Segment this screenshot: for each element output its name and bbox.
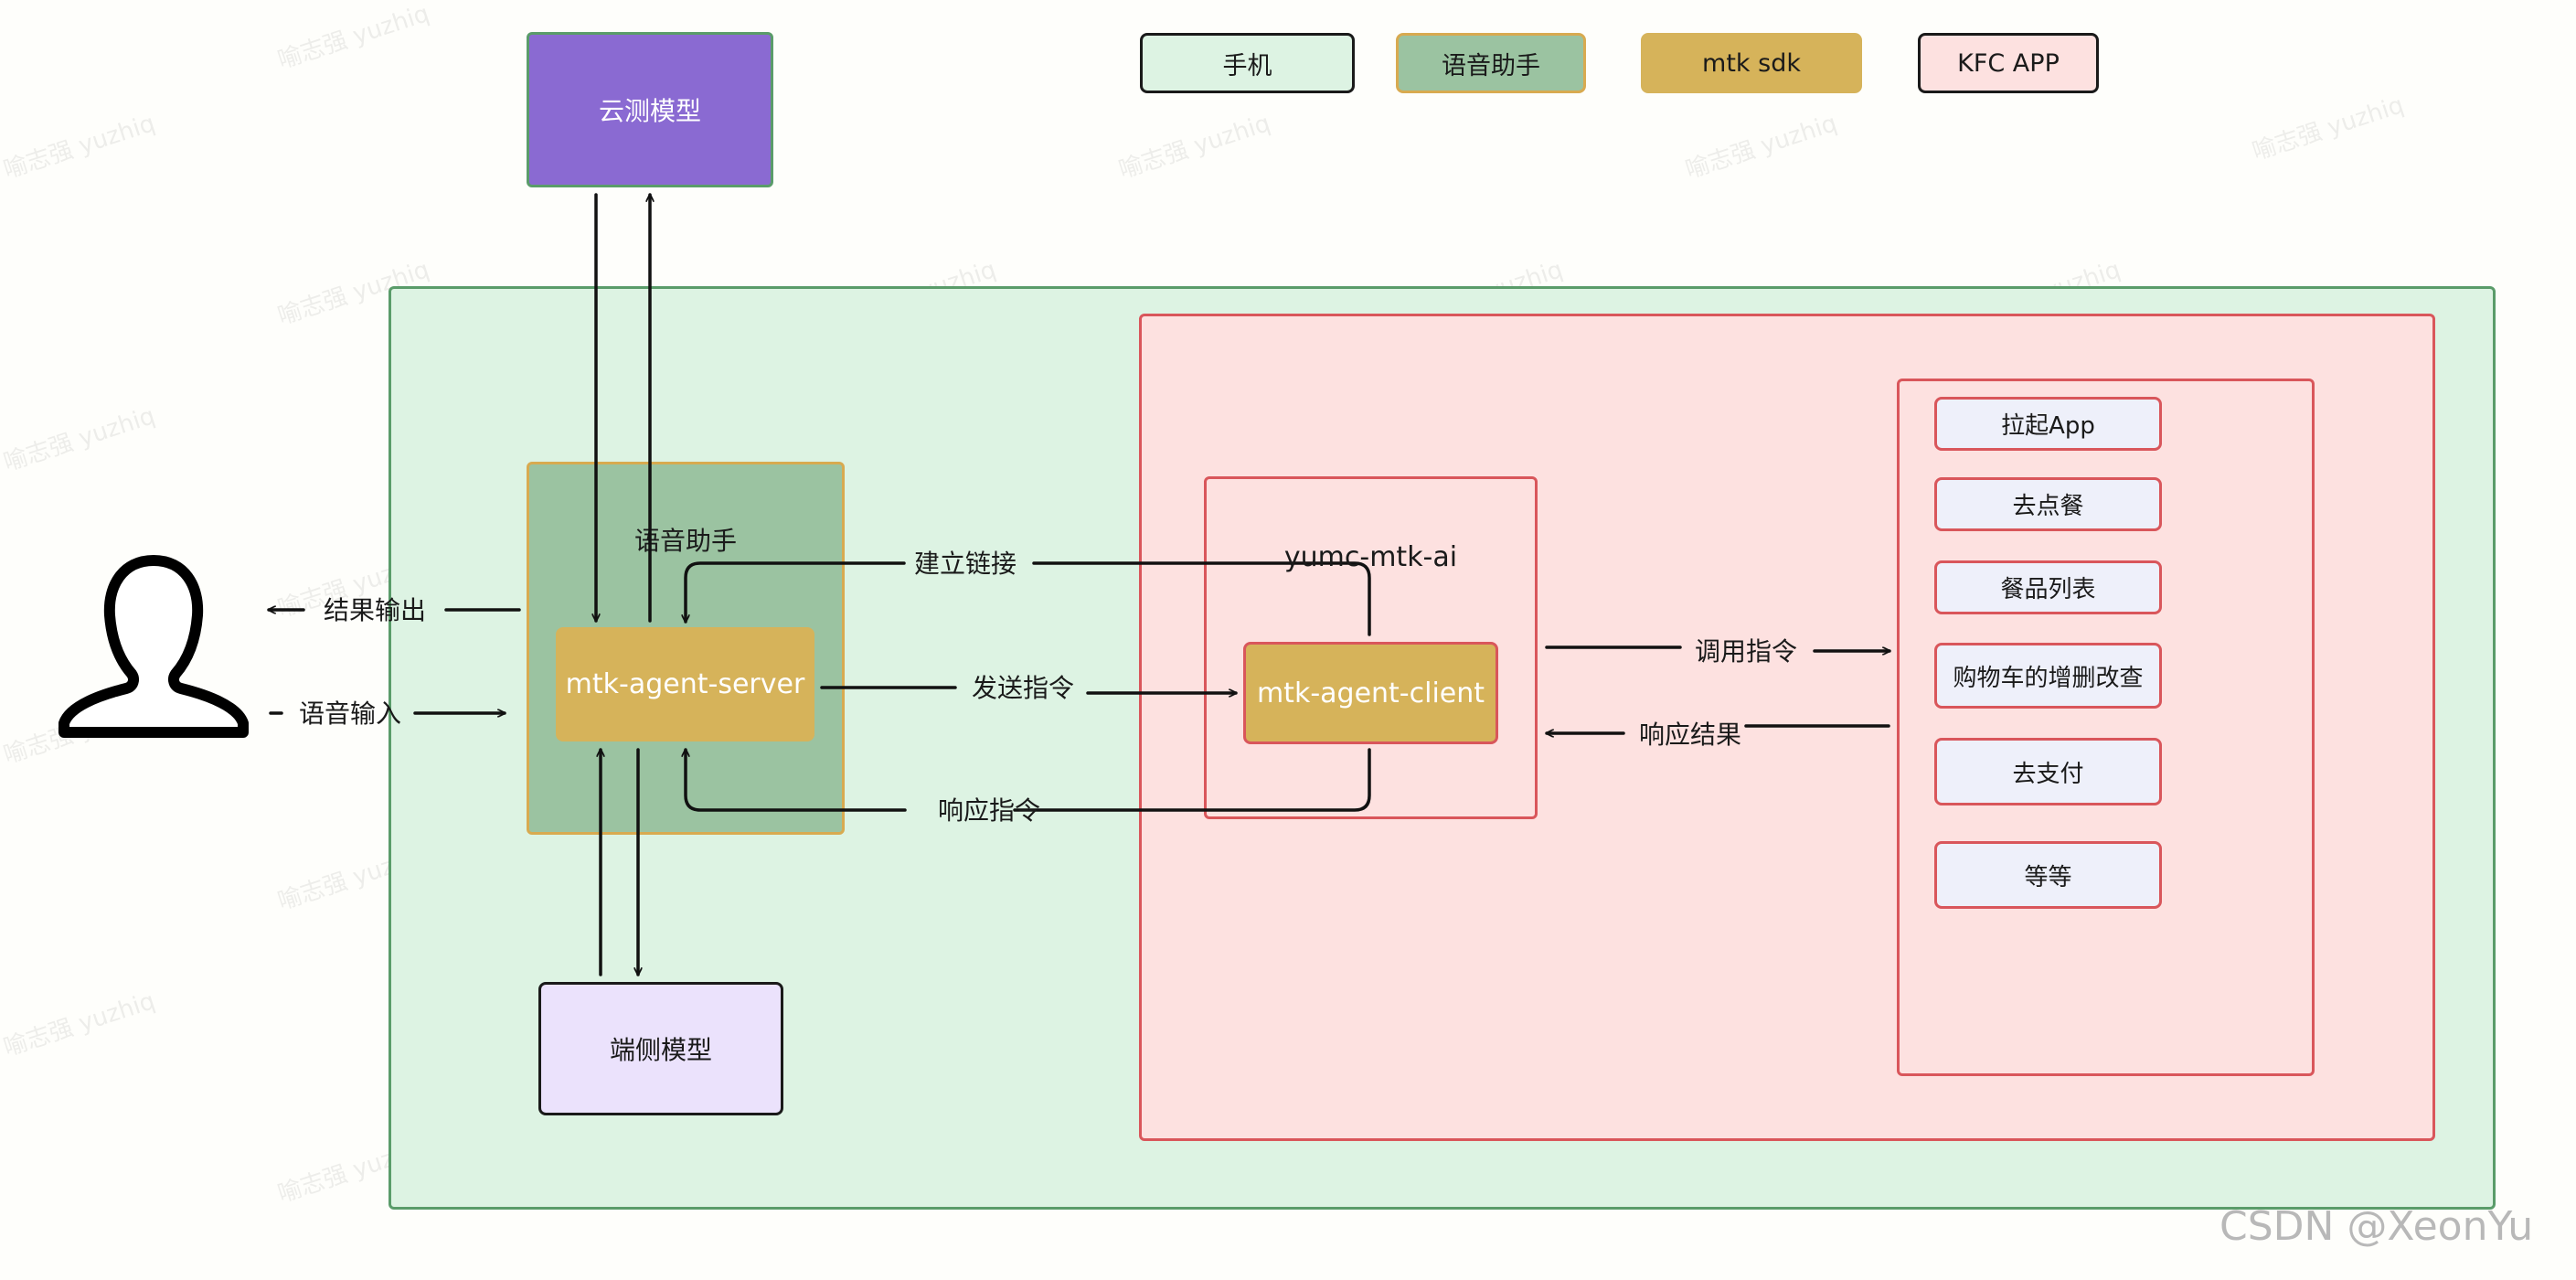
arrow-establish-link-right	[686, 561, 906, 624]
action-launch-app: 拉起App	[1934, 397, 2162, 451]
label-invoke-command: 调用指令	[1695, 636, 1798, 667]
user-icon	[59, 555, 249, 738]
action-pay: 去支付	[1934, 738, 2162, 805]
label-voice-input: 语音输入	[299, 699, 402, 729]
csdn-credit: CSDN @XeonYu	[2219, 1203, 2534, 1250]
agent-server-box: mtk-agent-server	[556, 627, 814, 741]
label-send-command: 发送指令	[972, 673, 1075, 703]
action-etc: 等等	[1934, 841, 2162, 909]
agent-client-box: mtk-agent-client	[1243, 642, 1498, 744]
action-order: 去点餐	[1934, 477, 2162, 531]
legend-voice-assistant: 语音助手	[1396, 33, 1586, 93]
arrow-respond-command-right	[1013, 748, 1371, 812]
label-respond-result: 响应结果	[1639, 720, 1742, 750]
action-cart-crud: 购物车的增删改查	[1934, 643, 2162, 709]
legend-kfc-app: KFC APP	[1918, 33, 2099, 93]
action-menu-list: 餐品列表	[1934, 560, 2162, 614]
actions-container	[1897, 379, 2315, 1076]
cloud-model-box: 云测模型	[527, 32, 773, 187]
arrow-respond-command-left	[686, 748, 907, 812]
yumc-mtk-ai-box	[1204, 476, 1538, 819]
legend-phone: 手机	[1140, 33, 1355, 93]
legend-mtk-sdk: mtk sdk	[1641, 33, 1862, 93]
arrow-establish-link-left	[1032, 561, 1371, 636]
label-respond-command: 响应指令	[938, 795, 1041, 826]
yumc-mtk-ai-title: yumc-mtk-ai	[1283, 541, 1458, 573]
label-establish-link: 建立链接	[914, 549, 1017, 579]
label-result-output: 结果输出	[324, 595, 427, 625]
device-model-box: 端侧模型	[538, 982, 783, 1115]
